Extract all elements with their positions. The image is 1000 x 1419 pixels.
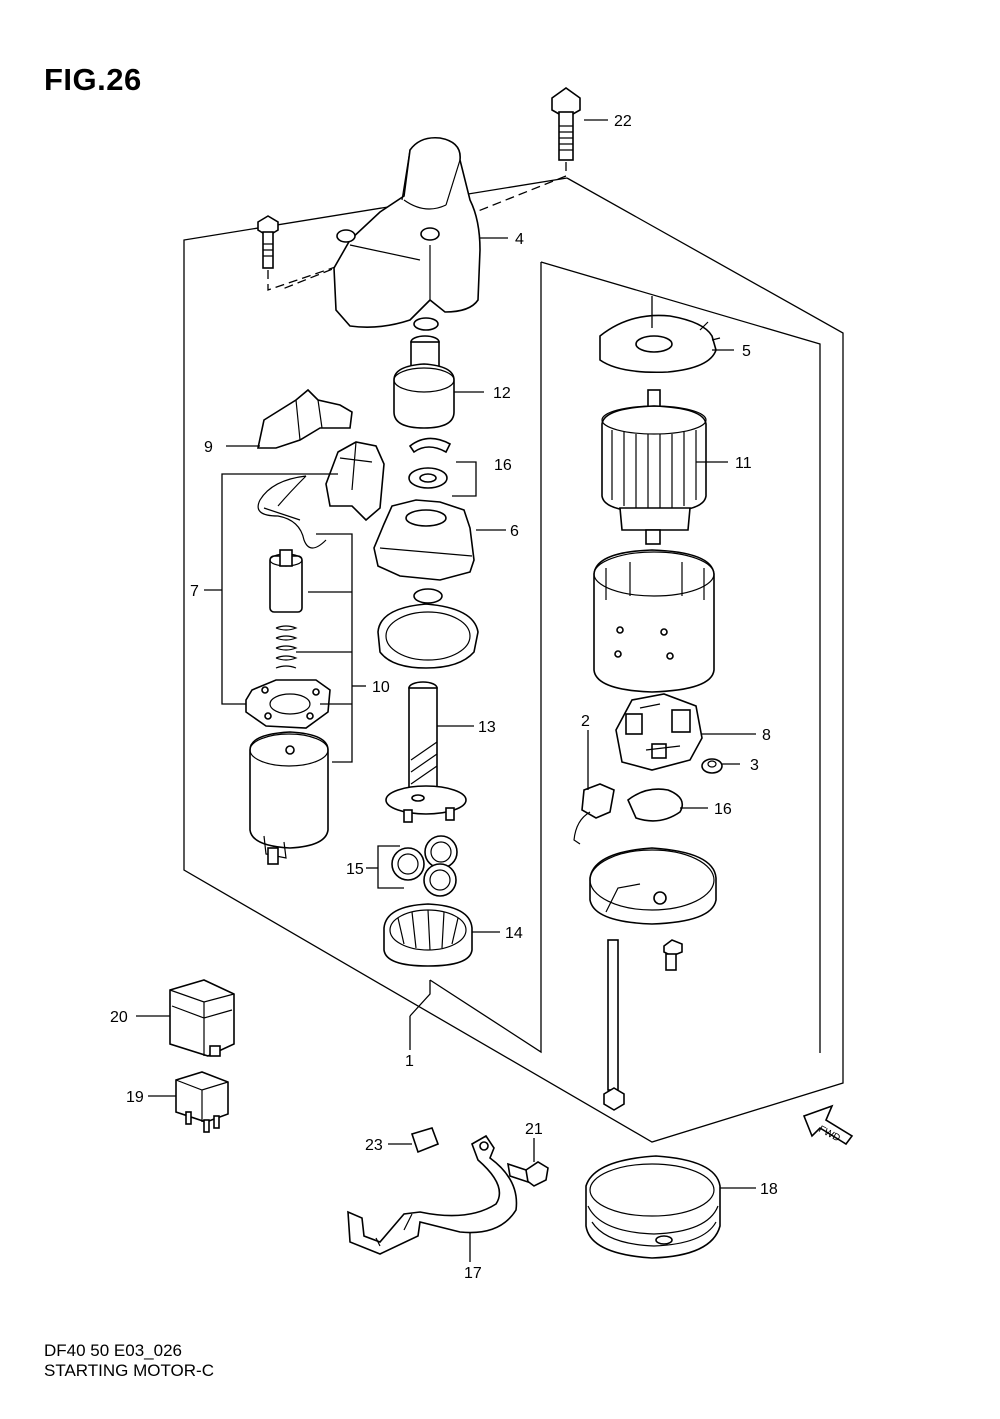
section-name: STARTING MOTOR-C	[44, 1361, 214, 1380]
clip-23	[410, 1127, 440, 1154]
clip-washer-16	[408, 437, 452, 489]
callout-13: 13	[478, 719, 496, 736]
seal	[413, 588, 443, 604]
callout-1: 1	[405, 1053, 414, 1070]
callout-12: 12	[493, 385, 511, 402]
brush-holder-8	[615, 693, 703, 771]
callout-22: 22	[614, 113, 632, 130]
nut-3	[701, 758, 723, 774]
callout-20: 20	[110, 1009, 128, 1026]
callout-16-lower: 16	[714, 801, 732, 818]
armature-11	[601, 389, 707, 545]
callout-9: 9	[204, 439, 213, 456]
fwd-arrow: FWD	[802, 1104, 854, 1146]
callout-4: 4	[515, 231, 524, 248]
lead-wire-2	[573, 730, 615, 845]
through-bolt	[603, 939, 625, 1111]
callout-16-upper: 16	[494, 457, 512, 474]
screw	[663, 939, 683, 971]
callout-17: 17	[464, 1265, 482, 1282]
relay-20	[169, 979, 235, 1057]
callout-8: 8	[762, 727, 771, 744]
callout-3: 3	[750, 757, 759, 774]
boot-18	[585, 1155, 721, 1259]
figure-title: FIG.26	[44, 62, 142, 97]
callout-6: 6	[510, 523, 519, 540]
relay-19	[175, 1071, 229, 1133]
motor-yoke-10	[249, 731, 329, 865]
bolt-22	[279, 87, 581, 291]
callout-10: 10	[372, 679, 390, 696]
callout-15: 15	[346, 861, 364, 878]
callout-18: 18	[760, 1181, 778, 1198]
callout-labels: 22 4 5 12 9 11 16 6 7 10 2 13 8 3 16 15 …	[110, 113, 778, 1282]
callout-23: 23	[365, 1137, 383, 1154]
callout-21: 21	[525, 1121, 543, 1138]
callout-11: 11	[735, 455, 752, 472]
brush-set-7	[245, 441, 385, 729]
gear-housing-6	[373, 499, 475, 581]
solenoid-housing-4	[333, 136, 481, 328]
model-code: DF40 50 E03_026	[44, 1341, 182, 1360]
callout-19: 19	[126, 1089, 144, 1106]
pinion-gear-12	[393, 335, 455, 429]
end-plate-5	[599, 314, 721, 374]
bolt-21	[506, 1161, 549, 1187]
o-ring	[413, 317, 439, 331]
shift-lever-9	[257, 388, 353, 449]
callout-14: 14	[505, 925, 523, 942]
assembly-outline	[183, 177, 844, 1143]
internal-gear-14	[383, 903, 473, 967]
callout-brackets	[221, 461, 477, 889]
drive-shaft-13	[385, 681, 467, 823]
leader-lines	[136, 119, 756, 1262]
motor-yoke	[593, 549, 715, 693]
band-bracket-17	[347, 1134, 518, 1255]
washer-16-lower	[627, 788, 684, 822]
callout-7: 7	[190, 583, 199, 600]
callout-5: 5	[742, 343, 751, 360]
planet-gears-15	[391, 835, 458, 897]
gasket-ring	[377, 603, 479, 669]
bolt-small	[257, 215, 351, 291]
end-cover	[589, 847, 717, 925]
callout-2: 2	[581, 713, 590, 730]
